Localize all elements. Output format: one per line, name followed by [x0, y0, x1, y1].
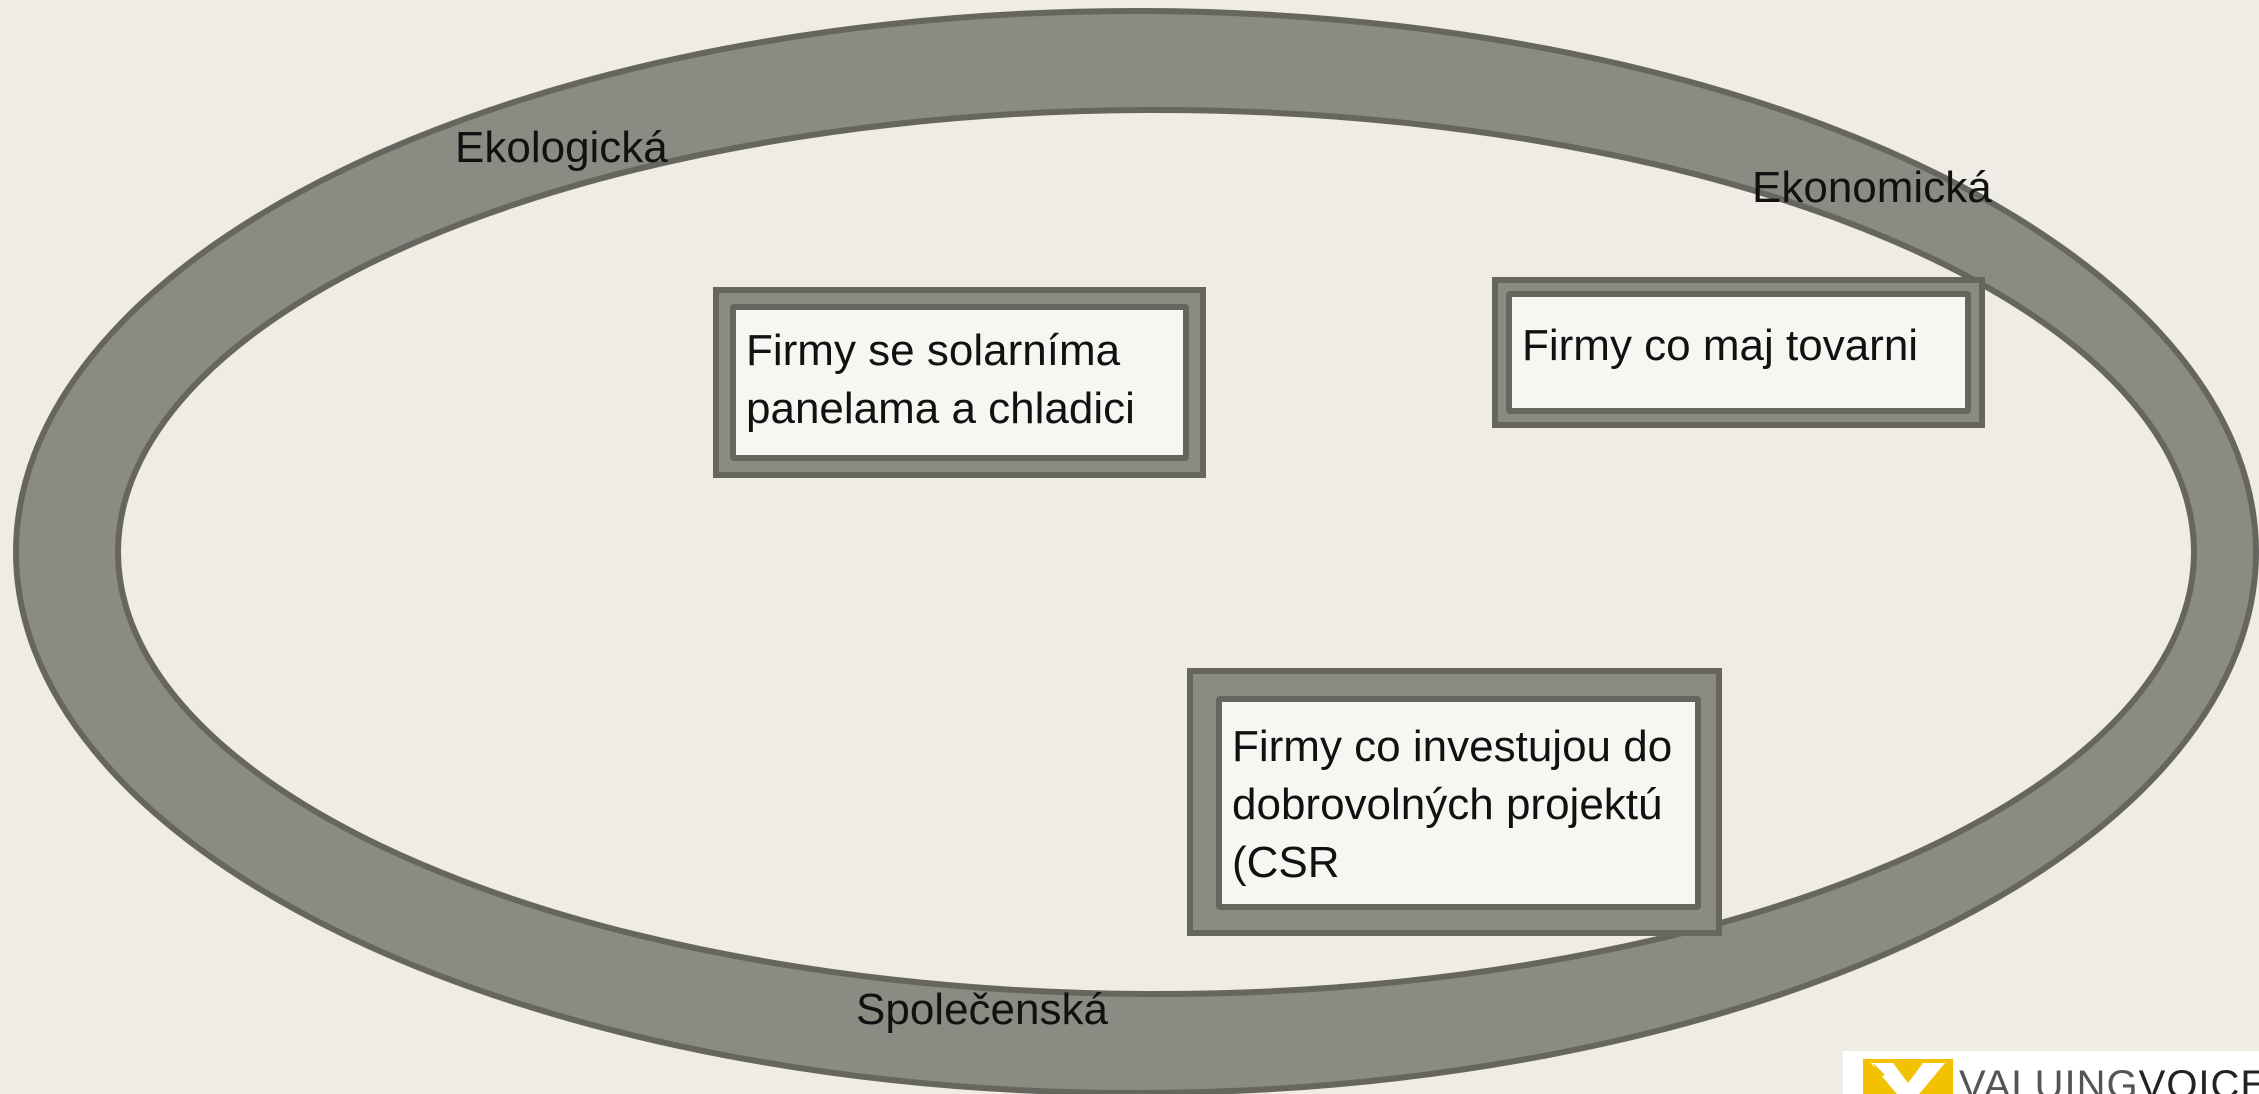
ring-label-social: Společenská	[856, 985, 1108, 1034]
box-factory-firms-inner: Firmy co maj tovarni	[1506, 291, 1971, 414]
box-factory-firms-text: Firmy co maj tovarni	[1522, 321, 1919, 370]
logo-wordmark: VALUINGVOICES	[1959, 1063, 2259, 1094]
logo-word-strong: VOICES	[2138, 1063, 2259, 1094]
sustainability-ring	[12, 8, 2259, 1094]
box-csr-firms: Firmy co investujou do dobrovolných proj…	[1187, 668, 1722, 936]
logo-mark-icon	[1863, 1059, 1953, 1094]
box-solar-firms: Firmy se solarníma panelama a chladici	[713, 287, 1206, 478]
ring-label-economic: Ekonomická	[1752, 163, 1992, 212]
logo-word-light: VALUING	[1959, 1063, 2139, 1094]
box-factory-firms: Firmy co maj tovarni	[1492, 277, 1985, 428]
box-solar-firms-inner: Firmy se solarníma panelama a chladici	[730, 304, 1189, 461]
ring-label-ecological: Ekologická	[455, 123, 668, 172]
box-solar-firms-text: Firmy se solarníma panelama a chladici	[746, 326, 1135, 434]
box-csr-firms-text: Firmy co investujou do dobrovolných proj…	[1232, 722, 1673, 888]
box-csr-firms-inner: Firmy co investujou do dobrovolných proj…	[1216, 696, 1701, 910]
valuing-voices-logo: VALUINGVOICES	[1843, 1051, 2259, 1094]
